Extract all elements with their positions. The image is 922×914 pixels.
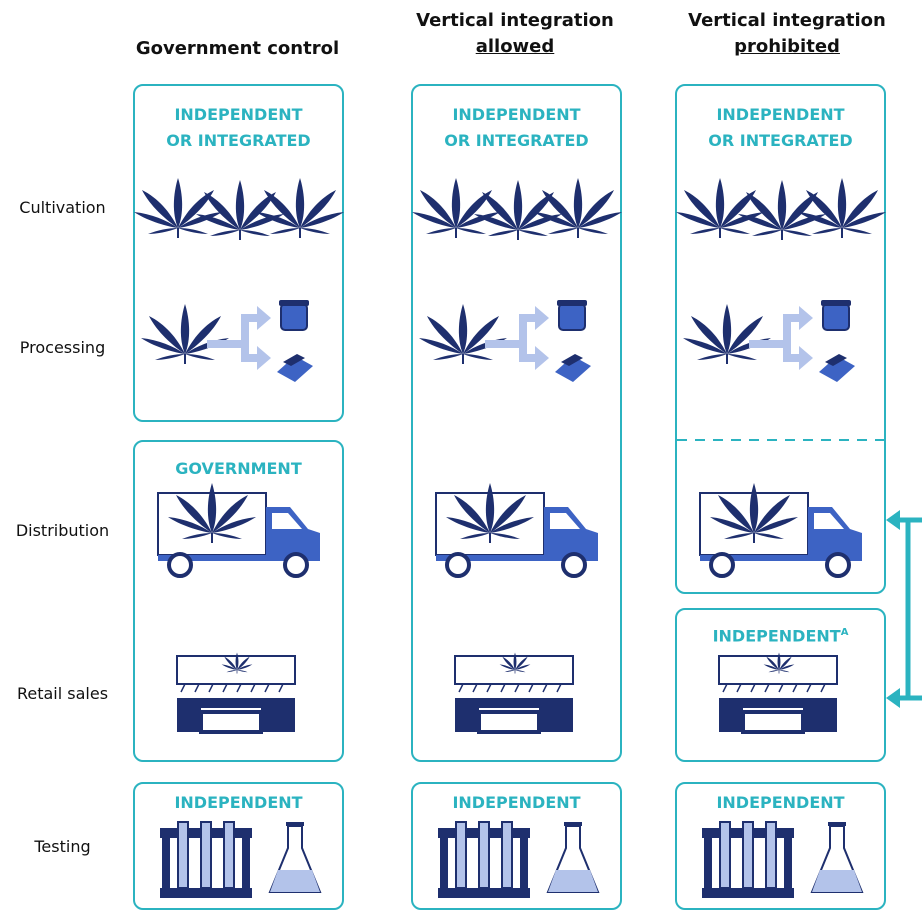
test-tubes-icon [159,821,253,899]
test-tubes-icon [437,821,531,899]
box-gov-production [133,84,344,422]
footnote-marker: A [840,627,849,638]
store-leaf-icon [221,652,253,674]
tag-independent: INDEPENDENT [452,793,581,812]
store-leaf-icon [763,652,795,674]
row-label-cultivation: Cultivation [19,198,106,217]
tag-independent-or-integrated: INDEPENDENT OR INTEGRATED [166,105,311,150]
truck-icon [156,483,322,578]
truck-icon [698,483,864,578]
store-leaf-icon [499,652,531,674]
row-label-distribution: Distribution [15,521,110,540]
box-prohibited-retail [675,608,886,762]
processing-icon [419,299,592,383]
column-title-line2: prohibited [734,36,840,57]
column-title-line2: allowed [475,36,555,57]
box-gov-distribution-retail [133,440,344,762]
column-title-prohibited: Vertical integration prohibited [672,8,902,60]
processing-icon [683,299,856,383]
test-tubes-icon [701,821,795,899]
cannabis-leaves-icon [676,178,886,240]
row-label-retail: Retail sales [16,684,109,703]
dashed-divider [677,439,885,441]
column-title-allowed: Vertical integration allowed [400,8,630,60]
bidirectional-arrow-icon [886,510,922,708]
column-title-government: Government control [130,36,345,62]
column-title-line1: Government control [135,38,340,59]
box-allowed-all [411,84,622,762]
row-label-testing: Testing [34,837,91,856]
tag-government: GOVERNMENT [175,459,302,478]
tag-independent-or-integrated: INDEPENDENT OR INTEGRATED [708,105,853,150]
flask-icon [269,821,321,893]
box-prohibited-production-distribution [675,84,886,594]
box-gov-testing [133,782,344,910]
cannabis-leaves-icon [412,178,622,240]
flask-icon [547,821,599,893]
box-prohibited-testing [675,782,886,910]
tag-independent-footnote: INDEPENDENTA [712,626,849,646]
column-title-line1: Vertical integration [688,10,886,31]
column-title-line1: Vertical integration [416,10,614,31]
processing-icon [141,299,314,383]
truck-icon [434,483,600,578]
box-allowed-testing [411,782,622,910]
tag-independent-or-integrated: INDEPENDENT OR INTEGRATED [444,105,589,150]
row-label-processing: Processing [19,338,106,357]
cannabis-leaves-icon [134,178,344,240]
flask-icon [811,821,863,893]
tag-independent: INDEPENDENT [174,793,303,812]
tag-independent: INDEPENDENT [716,793,845,812]
